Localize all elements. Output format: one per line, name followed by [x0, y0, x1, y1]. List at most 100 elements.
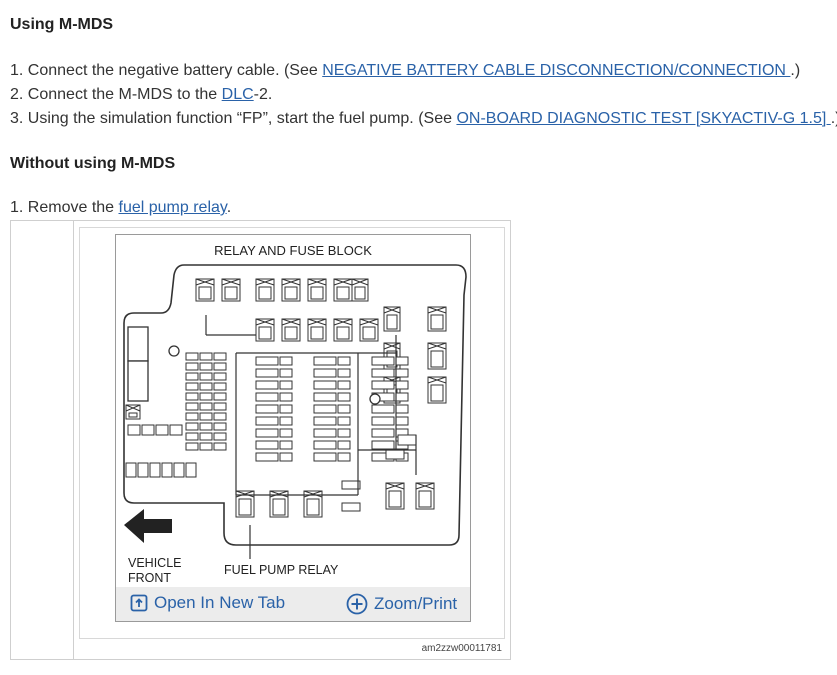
fuse-slot [255, 356, 279, 366]
fuse-slot [255, 392, 279, 402]
fuse-slot [385, 448, 405, 460]
relay-cross [307, 278, 327, 286]
fuse-slot [255, 428, 279, 438]
vehicle-front-line-1: VEHICLE [128, 556, 182, 570]
relay-terminal [310, 326, 324, 340]
fuse-slot [199, 432, 213, 441]
fuse-slot [185, 352, 199, 361]
fuse-slot [313, 380, 337, 390]
relay-terminal [310, 286, 324, 300]
fuse-slot [279, 380, 293, 390]
fuse-slot [395, 392, 409, 402]
fuse-slot [371, 356, 395, 366]
fuse-slot [341, 502, 361, 512]
fuse-slot [395, 416, 409, 426]
fuse-slot [199, 352, 213, 361]
open-new-tab-icon [130, 594, 148, 612]
fuse-slot [125, 462, 137, 478]
fuse-slot [395, 368, 409, 378]
relay-cross [221, 278, 241, 286]
zoom-plus-icon [346, 593, 368, 615]
fuse-slot [255, 404, 279, 414]
relay-terminal [224, 286, 238, 300]
relay-terminal [418, 490, 432, 508]
fuse-slot [371, 428, 395, 438]
fuse-slot [255, 380, 279, 390]
fuse-slot [255, 452, 279, 462]
fuse-slot [337, 356, 351, 366]
step-2: 2. Connect the M-MDS to the DLC-2. [10, 86, 272, 104]
relay-cross [385, 482, 405, 490]
fuse-slot [149, 462, 161, 478]
link-dlc[interactable]: DLC [221, 86, 254, 103]
fuse-slot [169, 424, 183, 436]
figure-table: RELAY AND FUSE BLOCK [10, 220, 511, 660]
relay-terminal [284, 326, 298, 340]
fuse-slot [337, 428, 351, 438]
fuse-slot [337, 368, 351, 378]
relay-cross [235, 490, 255, 498]
fuse-slot [313, 416, 337, 426]
fuse-slot [371, 368, 395, 378]
vehicle-front-label: VEHICLE FRONT [128, 556, 182, 586]
fuse-slot [337, 416, 351, 426]
relay-cross [281, 278, 301, 286]
fuse-slot [213, 362, 227, 371]
link-on-board-diagnostic-test[interactable]: ON-BOARD DIAGNOSTIC TEST [SKYACTIV-G 1.5… [456, 110, 831, 127]
heading-without-mmds: Without using M-MDS [10, 155, 176, 172]
fuse-slot [371, 404, 395, 414]
link-negative-battery-cable[interactable]: NEGATIVE BATTERY CABLE DISCONNECTION/CON… [322, 62, 791, 79]
fuse-slot [279, 440, 293, 450]
relay-terminal [354, 286, 366, 300]
relay-terminal [258, 326, 272, 340]
step-remove-relay: 1. Remove the fuel pump relay. [10, 199, 231, 217]
relay-cross [427, 376, 447, 384]
relay-cross [125, 404, 141, 412]
fuse-slot [185, 392, 199, 401]
fuse-slot [313, 452, 337, 462]
zoom-print-button[interactable]: Zoom/Print [346, 593, 457, 615]
fuse-slot [255, 416, 279, 426]
fuse-slot [127, 424, 141, 436]
fuse-slot [337, 452, 351, 462]
fuse-slot [395, 404, 409, 414]
figure-cell: RELAY AND FUSE BLOCK [79, 227, 505, 639]
open-in-new-tab-button[interactable]: Open In New Tab [130, 593, 285, 613]
fuse-slot [313, 368, 337, 378]
relay-terminal [386, 314, 398, 330]
fuse-slot [185, 412, 199, 421]
fuse-slot [185, 382, 199, 391]
fuse-slot [199, 382, 213, 391]
step-2-suffix: -2. [253, 86, 273, 103]
link-fuel-pump-relay[interactable]: fuel pump relay [118, 199, 227, 216]
step-remove-suffix: . [226, 199, 232, 216]
relay-cross [427, 342, 447, 350]
fuse-slot [213, 352, 227, 361]
fuse-slot [141, 424, 155, 436]
fuse-slot [395, 380, 409, 390]
fuse-slot [337, 380, 351, 390]
relay-terminal [430, 350, 444, 368]
relay-terminal [336, 326, 350, 340]
relay-cross [281, 318, 301, 326]
fuse-slot [397, 434, 417, 446]
fuse-slot [255, 440, 279, 450]
relay-cross [415, 482, 435, 490]
step-3-suffix: .) [830, 110, 837, 127]
step-1: 1. Connect the negative battery cable. (… [10, 62, 800, 80]
fuse-slot [185, 432, 199, 441]
fuse-slot [185, 422, 199, 431]
fuse-slot [337, 440, 351, 450]
relay-terminal [128, 412, 138, 418]
fuse-slot [279, 452, 293, 462]
fuse-slot [199, 392, 213, 401]
relay-terminal [388, 490, 402, 508]
figure-table-left-cell [11, 221, 74, 659]
fuse-slot [155, 424, 169, 436]
fuse-slot [213, 422, 227, 431]
fuse-slot [185, 362, 199, 371]
step-3: 3. Using the simulation function “FP”, s… [10, 110, 837, 128]
fuse-slot [313, 428, 337, 438]
relay-cross [195, 278, 215, 286]
relay-cross [351, 278, 369, 286]
